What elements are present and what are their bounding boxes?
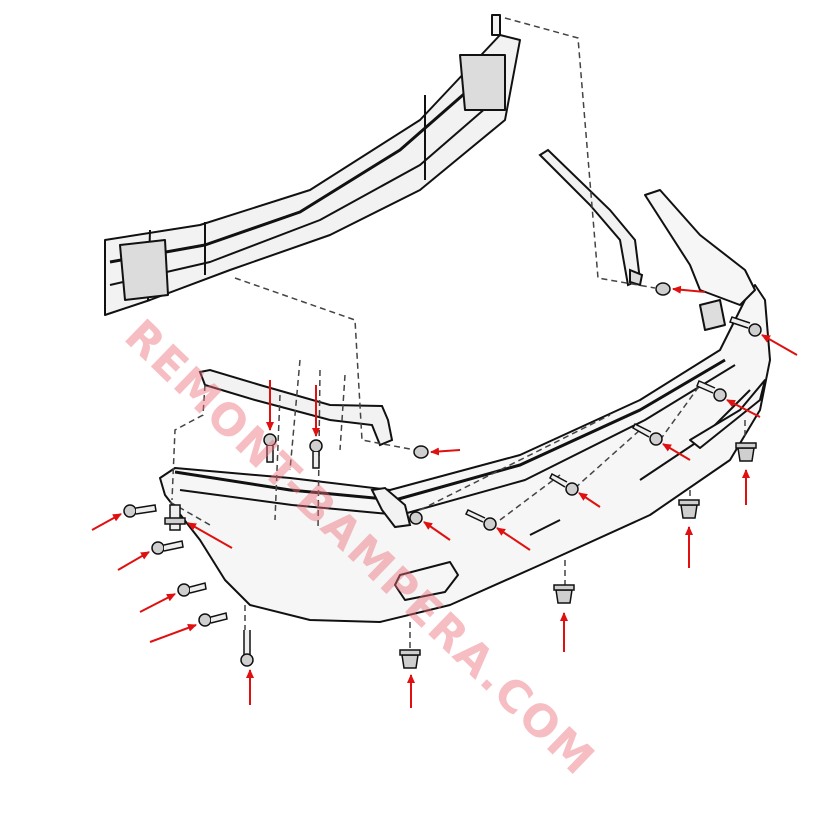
push-clip-1 xyxy=(399,649,421,669)
push-clip-2 xyxy=(553,584,575,604)
screw-cover-2 xyxy=(696,380,727,402)
arrow-side-2 xyxy=(117,551,150,571)
screw-cover-6 xyxy=(409,511,423,525)
bumper-reinforcement-beam xyxy=(104,14,521,316)
arrow-side-4 xyxy=(149,624,197,643)
left-side-bracket xyxy=(198,368,412,529)
arrow-screw-1 xyxy=(761,334,798,356)
arrow-screw-2 xyxy=(726,399,761,418)
push-clip-3 xyxy=(678,499,700,519)
arrow-stud xyxy=(187,522,233,549)
screw-cover-1 xyxy=(729,316,762,337)
screw-cover-5 xyxy=(464,509,497,531)
side-screw-1 xyxy=(123,504,157,518)
bottom-screw-1 xyxy=(240,630,254,667)
clip-nut-left xyxy=(413,445,429,459)
arrow-side-1 xyxy=(91,513,122,531)
right-side-bracket xyxy=(538,148,644,287)
pointer-arrows xyxy=(91,285,798,708)
alignment-lines xyxy=(169,17,746,650)
screw-cover-4 xyxy=(549,472,579,496)
arrow-side-3 xyxy=(139,593,176,613)
fasteners xyxy=(123,282,762,669)
bolt-1 xyxy=(263,433,277,463)
arrow-screw-4 xyxy=(578,492,601,508)
side-screw-4 xyxy=(198,612,228,627)
screw-cover-3 xyxy=(632,422,663,446)
arrow-clip-nut-right xyxy=(672,285,706,294)
side-screw-3 xyxy=(177,582,207,597)
bolt-2 xyxy=(309,439,323,469)
arrow-screw-6 xyxy=(423,521,451,541)
stud-left xyxy=(164,504,186,531)
arrow-screw-3 xyxy=(662,443,691,461)
bumper-exploded-diagram xyxy=(91,14,798,708)
clip-nut-right xyxy=(655,282,671,296)
arrow-screw-5 xyxy=(496,527,531,551)
side-screw-2 xyxy=(151,540,184,555)
arrow-clip-nut-left xyxy=(430,447,461,456)
push-clip-4 xyxy=(735,442,757,462)
